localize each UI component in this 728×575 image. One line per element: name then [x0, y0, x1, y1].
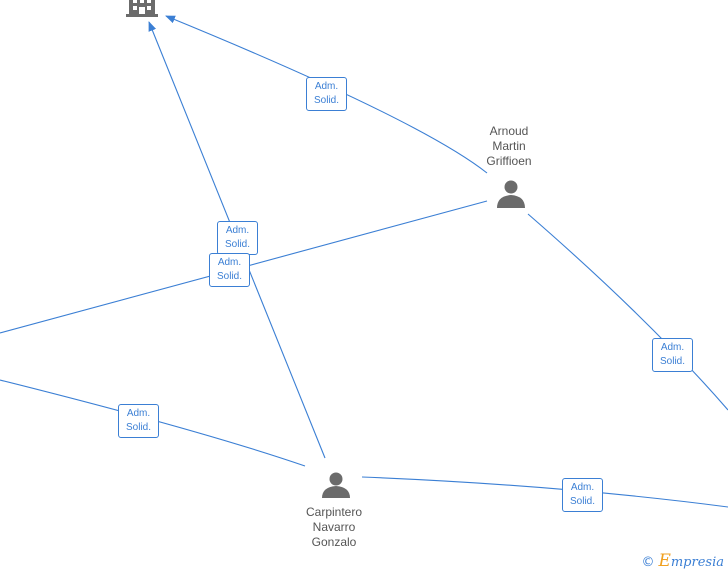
edge-label-arnoud-company[interactable]: Adm. Solid.: [306, 77, 347, 111]
edge-label-line1: Adm.: [217, 257, 242, 268]
brand-name: mpresia: [670, 555, 724, 570]
edge-label-line1: Adm.: [126, 408, 151, 419]
node-label-line: Griffioen: [486, 154, 532, 168]
edge-label-line2: Solid.: [313, 95, 339, 106]
edge-label-line2: Solid.: [659, 356, 685, 367]
edge-label-carpintero-right[interactable]: Adm. Solid.: [562, 478, 603, 512]
edge-arnoud-right: [527, 213, 728, 411]
edge-label-line2: Solid.: [569, 496, 595, 507]
node-label-line: Navarro: [312, 520, 356, 534]
node-label-line: Gonzalo: [311, 535, 357, 549]
edge-label-line2: Solid.: [224, 239, 250, 250]
brand-initial: E: [658, 551, 671, 571]
node-label-line: Arnoud: [489, 124, 529, 138]
edge-label-line1: Adm.: [570, 482, 595, 493]
edge-left-carpintero: [0, 379, 306, 467]
edge-label-line1: Adm.: [314, 81, 339, 92]
edge-label-line2: Solid.: [216, 271, 242, 282]
edge-arnoud-company: [165, 15, 488, 174]
edge-carpintero-company: [148, 21, 326, 459]
person-icon: [322, 472, 350, 498]
node-label-arnoud[interactable]: Arnoud Martin Griffioen: [459, 124, 559, 169]
edge-label-line1: Adm.: [225, 225, 250, 236]
brand-watermark: ©Empresia: [641, 551, 724, 571]
person-icon: [497, 180, 525, 208]
edge-label-line2: Solid.: [125, 422, 151, 433]
copyright-icon: ©: [641, 555, 655, 570]
node-label-line: Carpintero: [305, 505, 363, 519]
node-label-line: Martin: [492, 139, 526, 153]
edge-label-carpintero-company[interactable]: Adm. Solid.: [217, 221, 258, 255]
edge-label-line1: Adm.: [660, 342, 685, 353]
edge-label-arnoud-right[interactable]: Adm. Solid.: [652, 338, 693, 372]
edge-label-arnoud-left[interactable]: Adm. Solid.: [209, 253, 250, 287]
edge-label-left-carpintero[interactable]: Adm. Solid.: [118, 404, 159, 438]
edge-carpintero-right: [361, 476, 728, 508]
building-icon: [126, 0, 158, 17]
node-label-carpintero[interactable]: Carpintero Navarro Gonzalo: [284, 505, 384, 550]
